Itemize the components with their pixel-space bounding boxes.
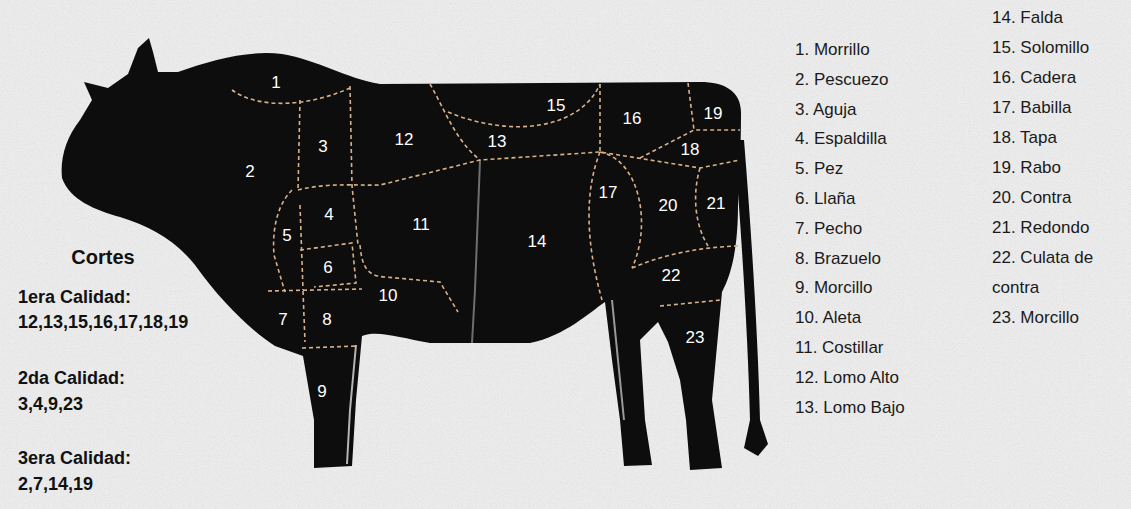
cut-name: 17. Babilla xyxy=(992,93,1126,123)
callout-number: 12 xyxy=(395,130,414,150)
callout-number: 6 xyxy=(323,258,332,278)
cut-name: 8. Brazuelo xyxy=(795,244,985,274)
cut-name: 4. Espaldilla xyxy=(795,124,985,154)
cut-name: 12. Lomo Alto xyxy=(795,363,985,393)
callout-number: 7 xyxy=(278,310,287,330)
callout-number: 20 xyxy=(659,196,678,216)
cut-line xyxy=(472,160,480,343)
cut-line xyxy=(298,152,740,190)
cut-name: 6. Llaña xyxy=(795,184,985,214)
cut-line xyxy=(688,83,694,130)
quality-heading: 1era Calidad: xyxy=(18,286,131,308)
callout-number: 19 xyxy=(704,104,723,124)
callout-number: 11 xyxy=(412,215,430,235)
cut-name: 13. Lomo Bajo xyxy=(795,393,985,423)
cut-lines xyxy=(232,83,740,348)
quality-list: 12,13,15,16,17,18,19 xyxy=(18,311,188,333)
callout-number: 21 xyxy=(707,194,726,214)
quality-heading: 3era Calidad: xyxy=(18,447,131,469)
cut-line xyxy=(302,346,358,348)
cut-name: 21. Redondo xyxy=(992,213,1126,243)
cut-name: 11. Costillar xyxy=(795,333,985,363)
cut-line xyxy=(300,205,303,290)
cut-line xyxy=(300,243,356,287)
callout-number: 10 xyxy=(379,286,398,306)
callout-number: 9 xyxy=(317,382,326,402)
cut-name: 15. Solomillo xyxy=(992,33,1126,63)
callout-number: 14 xyxy=(528,232,547,252)
cut-name: 3. Aguja xyxy=(795,95,985,125)
callout-number: 23 xyxy=(686,328,705,348)
cut-name: 22. Culata de contra xyxy=(992,243,1126,303)
cut-name: 23. Morcillo xyxy=(992,303,1126,333)
leg-outline xyxy=(612,300,624,420)
callout-number: 5 xyxy=(282,226,291,246)
callout-number: 15 xyxy=(547,96,566,116)
callout-number: 17 xyxy=(599,183,618,203)
callout-number: 8 xyxy=(322,310,331,330)
bull-tail xyxy=(734,140,768,456)
callout-number: 22 xyxy=(662,266,681,286)
cut-name: 19. Rabo xyxy=(992,153,1126,183)
key-heading: Cortes xyxy=(71,246,134,268)
cut-line xyxy=(430,84,480,160)
quality-heading: 2da Calidad: xyxy=(18,367,125,389)
cut-name: 1. Morrillo xyxy=(795,35,985,65)
cut-line xyxy=(268,289,362,291)
callout-number: 3 xyxy=(318,137,327,157)
cut-name: 20. Contra xyxy=(992,183,1126,213)
callout-number: 16 xyxy=(623,109,642,129)
cut-line xyxy=(660,300,721,306)
bull-silhouette xyxy=(62,38,741,470)
cut-name: 10. Aleta xyxy=(795,303,985,333)
cut-name: 2. Pescuezo xyxy=(795,65,985,95)
callout-number: 2 xyxy=(245,162,254,182)
cut-line xyxy=(232,88,350,103)
callout-number: 1 xyxy=(271,73,280,93)
callout-number: 4 xyxy=(324,205,333,225)
cut-name: 16. Cadera xyxy=(992,63,1126,93)
cut-line xyxy=(448,84,600,127)
cut-line xyxy=(696,168,708,246)
cut-line xyxy=(599,84,601,152)
cut-name: 9. Morcillo xyxy=(795,273,985,303)
quality-list: 2,7,14,19 xyxy=(18,473,93,495)
cut-name: 5. Pez xyxy=(795,154,985,184)
callout-number: 18 xyxy=(681,140,700,160)
quality-list: 3,4,9,23 xyxy=(18,393,83,415)
cut-list-column: 14. Falda15. Solomillo16. Cadera17. Babi… xyxy=(992,3,1126,333)
cut-name: 18. Tapa xyxy=(992,123,1126,153)
callout-number: 13 xyxy=(488,132,507,152)
cut-line xyxy=(589,152,602,300)
leg-outline xyxy=(347,345,356,464)
cut-line xyxy=(303,291,305,342)
cut-line xyxy=(274,190,292,292)
cut-list-column: 1. Morrillo2. Pescuezo3. Aguja4. Espaldi… xyxy=(795,35,985,422)
cut-line xyxy=(360,245,458,312)
cut-name: 14. Falda xyxy=(992,3,1126,33)
cut-name: 7. Pecho xyxy=(795,214,985,244)
cut-line xyxy=(632,246,739,268)
cut-line xyxy=(298,100,300,190)
cut-line xyxy=(350,86,358,245)
cut-line xyxy=(600,152,642,268)
